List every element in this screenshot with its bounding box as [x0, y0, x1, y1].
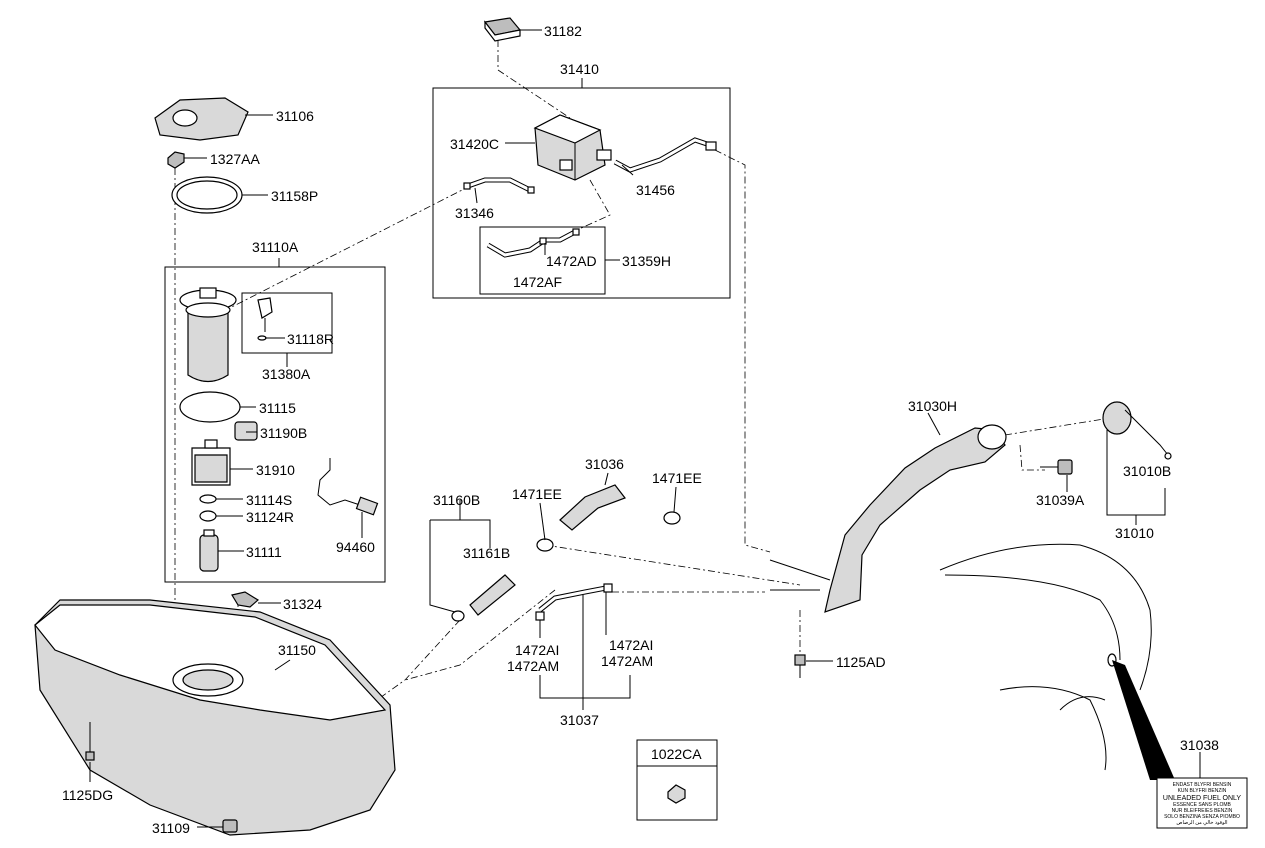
part-31158p-ring[interactable] [171, 176, 243, 214]
label-31346[interactable]: 31346 [455, 205, 494, 221]
label-31380a[interactable]: 31380A [262, 366, 311, 382]
label-1327aa[interactable]: 1327AA [210, 151, 260, 167]
label-31039a[interactable]: 31039A [1036, 492, 1085, 508]
label-31114s[interactable]: 31114S [246, 492, 292, 508]
svg-text:UNLEADED FUEL ONLY: UNLEADED FUEL ONLY [1163, 795, 1242, 802]
leader-lines [89, 29, 1201, 828]
part-1125dg-bolt[interactable] [85, 722, 95, 761]
part-31124r-oring[interactable] [199, 510, 217, 522]
label-1472am-b[interactable]: 1472AM [601, 653, 653, 669]
svg-text:NUR BLEIFREIES BENZIN: NUR BLEIFREIES BENZIN [1172, 808, 1233, 814]
part-1471ee-clamp-b[interactable] [663, 511, 681, 525]
svg-text:ESSENCE SANS PLOMB: ESSENCE SANS PLOMB [1173, 802, 1231, 808]
label-31109[interactable]: 31109 [152, 820, 190, 836]
part-31109-nut[interactable] [222, 819, 238, 833]
part-31456-hose[interactable] [613, 137, 717, 173]
label-31124r[interactable]: 31124R [246, 509, 294, 525]
part-31036-hose[interactable] [559, 484, 626, 531]
label-31038[interactable]: 31038 [1180, 737, 1219, 753]
part-1327aa-nut[interactable] [167, 151, 185, 169]
part-31114s-oring[interactable] [199, 494, 217, 504]
label-1471ee-b[interactable]: 1471EE [652, 470, 702, 486]
label-1472am-a[interactable]: 1472AM [507, 658, 559, 674]
label-1471ee-a[interactable]: 1471EE [512, 486, 562, 502]
part-31182-pad[interactable] [483, 17, 522, 42]
label-1125dg[interactable]: 1125DG [62, 787, 113, 803]
label-31324[interactable]: 31324 [283, 596, 322, 612]
part-31359h-hose[interactable] [486, 228, 580, 258]
label-31150[interactable]: 31150 [278, 642, 316, 658]
part-31030h-filler-neck[interactable] [769, 424, 1007, 613]
label-31110a[interactable]: 31110A [252, 239, 299, 255]
label-31910[interactable]: 31910 [256, 462, 295, 478]
part-31150-fuel-tank[interactable] [34, 599, 396, 836]
label-31160b[interactable]: 31160B [433, 492, 480, 508]
part-94460-sensor[interactable] [317, 458, 379, 516]
part-31118r-sender[interactable] [257, 297, 273, 341]
part-31910-filter[interactable] [191, 439, 231, 486]
label-1125ad[interactable]: 1125AD [836, 654, 886, 670]
part-31037-hose[interactable] [535, 583, 613, 621]
svg-text:KUN BLYFRI BENZIN: KUN BLYFRI BENZIN [1178, 788, 1227, 794]
label-31106[interactable]: 31106 [276, 108, 314, 124]
label-1022ca[interactable]: 1022CA [651, 746, 702, 762]
label-1472ai-b[interactable]: 1472AI [609, 637, 653, 653]
label-31118r[interactable]: 31118R [287, 331, 334, 347]
label-31111[interactable]: 31111 [246, 544, 282, 560]
part-31420c-canister[interactable] [533, 114, 612, 181]
label-1472ai-a[interactable]: 1472AI [515, 642, 559, 658]
car-rear-silhouette [939, 543, 1175, 780]
label-31036[interactable]: 31036 [585, 456, 624, 472]
label-31010[interactable]: 31010 [1115, 525, 1154, 541]
label-31115[interactable]: 31115 [259, 400, 296, 416]
part-1022ca-clip[interactable] [667, 784, 686, 804]
svg-text:الوقود خالي من الرصاص: الوقود خالي من الرصاص [1176, 820, 1227, 826]
fuel-pump-module-box [164, 266, 386, 583]
part-31106-plate[interactable] [154, 97, 249, 141]
part-31324-clip[interactable] [231, 591, 260, 608]
label-31158p[interactable]: 31158P [271, 188, 318, 204]
part-31346-hose[interactable] [463, 177, 535, 194]
label-31190b[interactable]: 31190B [260, 425, 307, 441]
part-31161b-hose[interactable] [451, 574, 516, 622]
label-31161b[interactable]: 31161B [463, 545, 510, 561]
svg-text:ENDAST BLYFRI BENSIN: ENDAST BLYFRI BENSIN [1173, 782, 1232, 788]
part-labels: 31182 31410 31420C 31456 31346 1472AD 31… [62, 23, 1219, 836]
part-1125ad-bolt[interactable] [794, 654, 806, 678]
label-1472af[interactable]: 1472AF [513, 274, 562, 290]
part-31039a-bolt[interactable] [1040, 459, 1073, 475]
part-31111-pump[interactable] [199, 529, 219, 572]
label-31182[interactable]: 31182 [544, 23, 582, 39]
part-31190b-filter[interactable] [234, 421, 258, 441]
label-31359h[interactable]: 31359H [622, 253, 671, 269]
part-1471ee-clamp-a[interactable] [536, 538, 554, 552]
label-94460[interactable]: 94460 [336, 539, 375, 555]
label-31420c[interactable]: 31420C [450, 136, 499, 152]
part-31038-fuel-label[interactable]: ENDAST BLYFRI BENSIN KUN BLYFRI BENZIN U… [1156, 777, 1248, 829]
label-31456[interactable]: 31456 [636, 182, 675, 198]
label-31010b[interactable]: 31010B [1123, 463, 1171, 479]
label-31410[interactable]: 31410 [560, 61, 599, 77]
label-1472ad[interactable]: 1472AD [546, 253, 597, 269]
part-31010-fuel-cap[interactable] [1102, 401, 1172, 460]
part-fuel-pump-module[interactable] [179, 287, 237, 383]
1022ca-box [636, 739, 718, 821]
label-31037[interactable]: 31037 [560, 712, 599, 728]
part-31115-ring[interactable] [179, 391, 241, 423]
label-31030h[interactable]: 31030H [908, 398, 957, 414]
svg-text:SOLO BENZINA SENZA PIOMBO: SOLO BENZINA SENZA PIOMBO [1164, 814, 1240, 820]
